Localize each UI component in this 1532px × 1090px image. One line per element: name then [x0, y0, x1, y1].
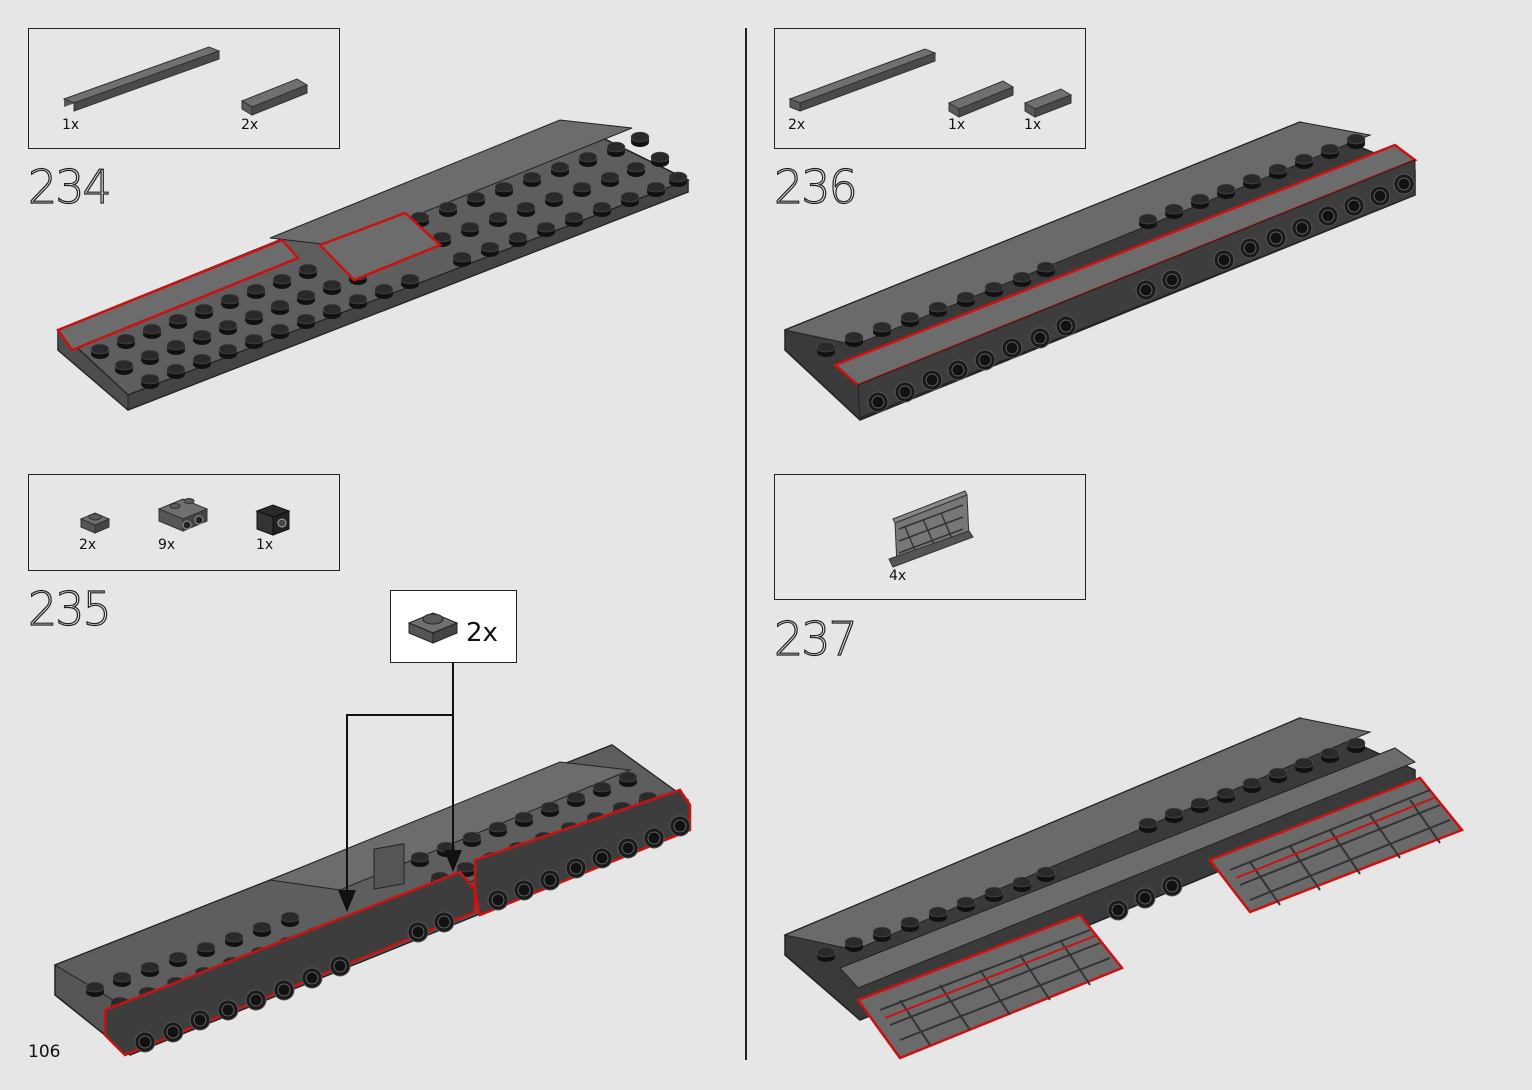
model-step-234 — [58, 120, 688, 410]
model-step-236 — [785, 122, 1415, 420]
stud-side-brick — [374, 844, 404, 889]
page-number: 106 — [28, 1042, 60, 1062]
model-step-237 — [785, 718, 1462, 1058]
model-step-235 — [55, 663, 690, 1055]
